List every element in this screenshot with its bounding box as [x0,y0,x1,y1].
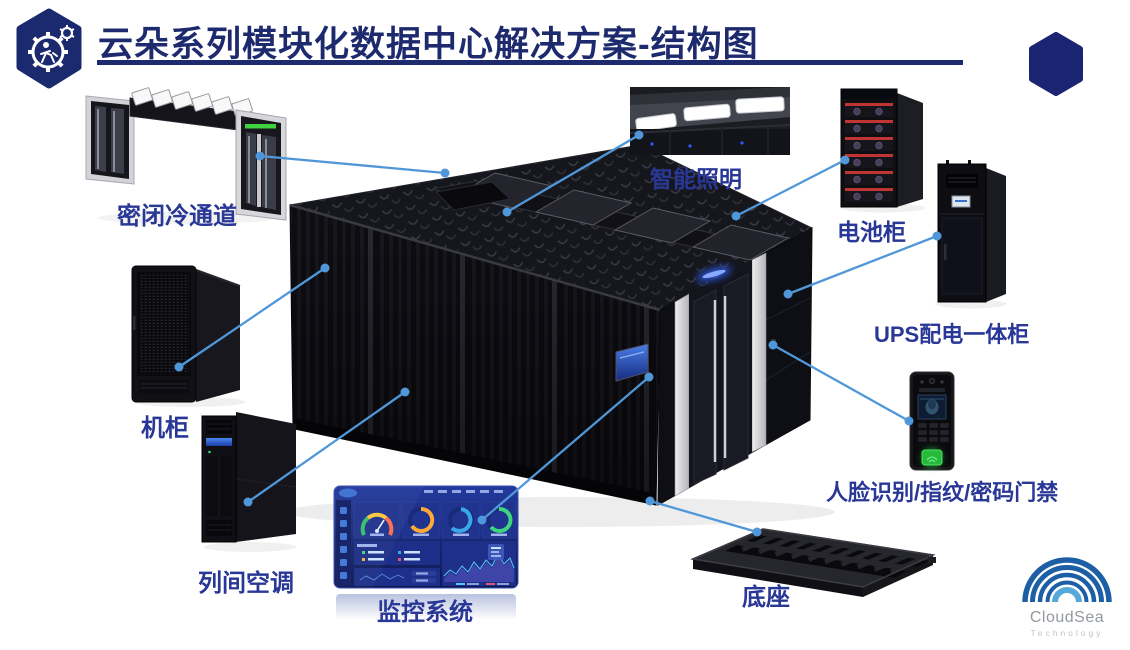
smart-lighting-photo [630,87,790,155]
cloudsea-logo: CloudSea Technology [1022,557,1112,638]
cloudsea-logo-subtext: Technology [1030,628,1103,638]
page-title: 云朵系列模块化数据中心解决方案-结构图 [98,25,759,64]
label-row-ac: 列间空调 [198,570,294,597]
server-rack-illustration [131,265,246,407]
cold-aisle-illustration [85,87,287,224]
label-monitoring: 监控系统 [377,599,473,626]
company-hexagon-gear-icon [16,8,82,89]
label-base: 底座 [742,584,790,611]
base-pedestal-illustration [690,528,936,597]
label-ups: UPS配电一体柜 [874,322,1030,347]
title-underline [97,60,963,65]
label-rack: 机柜 [141,415,189,442]
label-cold-aisle: 密闭冷通道 [117,203,237,230]
hexagon-icon [1029,32,1083,96]
cloudsea-logo-text: CloudSea [1030,609,1104,626]
monitoring-dashboard-screenshot [333,485,519,620]
battery-cabinet-illustration [840,88,925,213]
label-battery: 电池柜 [837,219,906,245]
ups-cabinet-illustration [935,160,1007,309]
row-air-conditioner-illustration [201,412,297,552]
label-lighting: 智能照明 [650,166,742,192]
label-access: 人脸识别/指纹/密码门禁 [826,480,1059,505]
access-control-device-illustration [909,371,955,471]
